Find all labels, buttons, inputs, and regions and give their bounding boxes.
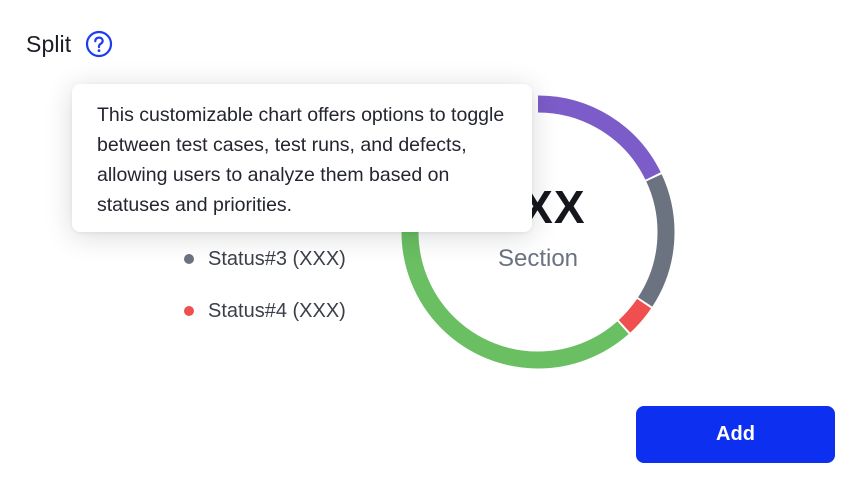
tooltip-text: This customizable chart offers options t… [97,104,505,216]
legend-item-status-4[interactable]: Status#4 (XXX) [184,296,346,326]
widget-title: Split [26,30,72,57]
donut-center-label: Section [497,245,579,272]
donut-segment-purple[interactable] [401,95,675,369]
legend-label: Status#4 (XXX) [208,299,346,322]
legend-dot-icon [184,306,194,316]
legend-dot-icon [184,254,194,264]
add-button[interactable]: Add [636,406,835,463]
question-circle-icon[interactable] [85,30,113,58]
legend-item-status-3[interactable]: Status#3 (XXX) [184,244,346,274]
donut-segment-gray[interactable] [401,95,675,369]
widget-header: Split [26,30,113,58]
legend-label: Status#3 (XXX) [208,247,346,270]
donut-segment-green[interactable] [401,95,675,369]
chart-legend: Status#3 (XXX) Status#4 (XXX) [184,244,346,348]
donut-chart [401,95,675,369]
help-tooltip: This customizable chart offers options t… [72,84,532,232]
